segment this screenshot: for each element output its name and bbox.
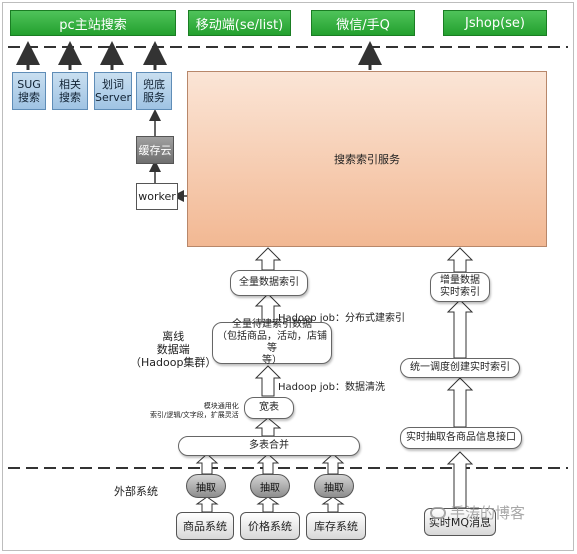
- stock-system-label: 库存系统: [314, 520, 358, 533]
- incremental-index-box: 增量数据 实时索引: [430, 272, 490, 302]
- search-index-service-label: 搜索索引服务: [334, 153, 400, 166]
- hadoop-job-distributed-label: Hadoop job：分布式建索引: [278, 313, 406, 324]
- word-server-box: 划词 Server: [94, 72, 132, 110]
- top-button-jshop: Jshop(se): [443, 10, 547, 36]
- top-button-jshop-label: Jshop(se): [465, 15, 525, 31]
- worker-box: worker: [136, 183, 178, 210]
- full-pending-data-label: 全量待建索引数据 （包括商品，活动，店铺等 等）: [217, 319, 327, 366]
- extract-pill-goods: 抽取: [186, 474, 226, 498]
- related-search-box: 相关 搜索: [52, 72, 88, 110]
- wide-table-box: 宽表: [244, 397, 294, 419]
- realtime-extract-label: 实时抽取各商品信息接口: [406, 432, 516, 443]
- extract-pill-goods-label: 抽取: [196, 482, 216, 494]
- top-button-mobile: 移动端(se/list): [188, 10, 291, 36]
- price-system-box: 价格系统: [240, 512, 300, 540]
- top-button-wechat-label: 微信/手Q: [336, 17, 390, 33]
- wide-table-label: 宽表: [259, 402, 279, 413]
- fallback-service-label: 兜底 服务: [143, 78, 165, 104]
- watermark-text: 手涛的博客: [450, 504, 526, 522]
- stock-system-box: 库存系统: [306, 512, 366, 540]
- extract-pill-price: 抽取: [250, 474, 290, 498]
- goods-system-box: 商品系统: [176, 512, 234, 540]
- related-search-label: 相关 搜索: [59, 78, 81, 104]
- realtime-extract-box: 实时抽取各商品信息接口: [400, 427, 522, 449]
- full-index-box: 全量数据索引: [230, 270, 308, 296]
- full-index-label: 全量数据索引: [239, 277, 299, 288]
- multi-table-merge-box: 多表合并: [178, 436, 360, 456]
- search-index-service-box: 搜索索引服务: [187, 71, 547, 247]
- model-note-label: 模块通用化 索引/逻辑/文字段，扩展灵活: [150, 402, 239, 419]
- cache-cloud-label: 缓存云: [138, 144, 172, 157]
- goods-system-label: 商品系统: [183, 520, 227, 533]
- price-system-label: 价格系统: [248, 520, 292, 533]
- multi-table-merge-label: 多表合并: [249, 440, 289, 451]
- top-button-pc-search: pc主站搜索: [10, 10, 176, 36]
- sug-search-box: SUG 搜索: [12, 72, 46, 110]
- unified-scheduler-box: 统一调度创建实时索引: [400, 358, 520, 378]
- unified-scheduler-label: 统一调度创建实时索引: [410, 362, 510, 373]
- external-systems-label: 外部系统: [114, 485, 158, 498]
- extract-pill-price-label: 抽取: [260, 482, 280, 494]
- extract-pill-stock: 抽取: [314, 474, 354, 498]
- top-button-mobile-label: 移动端(se/list): [195, 17, 284, 33]
- incremental-index-label: 增量数据 实时索引: [440, 275, 480, 298]
- offline-data-label: 离线 数据端 （Hadoop集群）: [130, 330, 217, 369]
- realtime-mq-label: 实时MQ消息: [428, 516, 492, 529]
- fallback-service-box: 兜底 服务: [136, 72, 172, 110]
- worker-label: worker: [138, 190, 176, 203]
- cache-cloud-box: 缓存云: [136, 136, 174, 164]
- full-pending-data-box: 全量待建索引数据 （包括商品，活动，店铺等 等）: [212, 319, 332, 366]
- wechat-logo-icon: [430, 506, 446, 519]
- top-button-wechat: 微信/手Q: [311, 10, 415, 36]
- top-button-pc-search-label: pc主站搜索: [59, 17, 127, 33]
- extract-pill-stock-label: 抽取: [324, 482, 344, 494]
- sug-search-label: SUG 搜索: [17, 78, 41, 104]
- hadoop-job-clean-label: Hadoop job：数据清洗: [278, 382, 386, 393]
- watermark: 手涛的博客: [430, 502, 525, 523]
- word-server-label: 划词 Server: [94, 78, 132, 104]
